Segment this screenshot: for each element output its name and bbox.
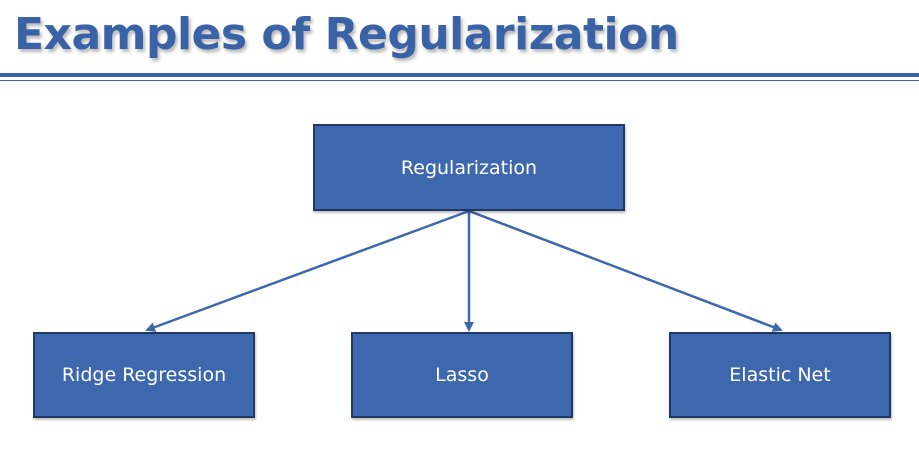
node-regularization: Regularization [313,124,625,211]
node-label-regularization: Regularization [400,156,538,179]
node-lasso: Lasso [351,332,573,418]
node-elastic-net: Elastic Net [669,332,891,418]
connector-to-elastic-net [468,209,783,332]
title-underline [0,73,919,77]
title-underline-thin [0,80,919,81]
node-label-elastic-net: Elastic Net [729,364,831,386]
slide-title: Examples of Regularization [14,9,679,60]
node-label-ridge-regression: Ridge Regression [61,364,227,386]
node-label-lasso: Lasso [435,364,489,386]
node-ridge-regression: Ridge Regression [33,332,255,418]
connector-to-ridge-regression [145,209,470,332]
